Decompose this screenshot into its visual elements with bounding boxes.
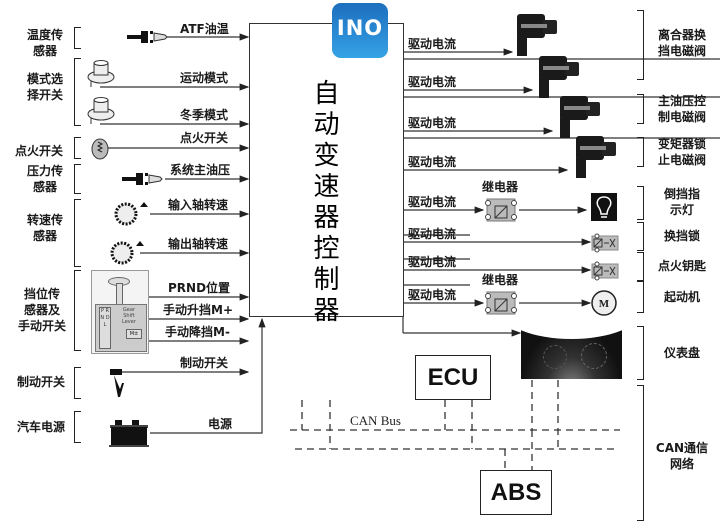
- transmission-controller: 自 动 变 速 器 控 制 器: [249, 23, 404, 326]
- relay-icon: [485, 291, 517, 315]
- temperature-sensor-icon: [127, 31, 168, 43]
- relay-label: 继电器: [482, 180, 519, 194]
- reverse-light-bulb-icon: [591, 193, 617, 221]
- signal-winter-mode: 冬季模式: [180, 108, 229, 122]
- signal-brake-switch: 制动开关: [180, 356, 229, 370]
- signal-ignition: 点火开关: [180, 131, 229, 145]
- instrument-cluster-icon: [521, 325, 622, 379]
- bracket: [637, 222, 644, 251]
- bracket: [74, 411, 81, 443]
- abs-box: ABS: [480, 470, 552, 515]
- input-group-pressure-sensor: 压力传 感器: [26, 164, 63, 194]
- bracket: [637, 385, 644, 521]
- can-bus-label: CAN Bus: [350, 413, 401, 428]
- drive-current-label: 驱动电流: [408, 255, 457, 269]
- bracket: [74, 199, 81, 267]
- bracket: [637, 281, 644, 313]
- input-group-brake-switch: 制动开关: [16, 375, 65, 389]
- solenoid-valve-icon: [539, 56, 579, 98]
- input-group-gear-sensor: 挡位传 感器及 手动开关: [17, 287, 66, 333]
- output-group-shift-lock: 换挡锁: [663, 229, 700, 243]
- drive-current-label: 驱动电流: [408, 155, 457, 169]
- svg-text:M: M: [599, 298, 610, 310]
- ignition-switch-icon: [91, 138, 109, 160]
- input-group-power: 汽车电源: [16, 420, 65, 434]
- signal-sport-mode: 运动模式: [180, 71, 229, 85]
- relay-icon: [485, 198, 517, 222]
- input-line-power: [150, 317, 266, 434]
- bracket: [637, 326, 644, 380]
- drive-current-label: 驱动电流: [408, 227, 457, 241]
- ignition-key-lock-icon: [591, 261, 619, 281]
- ino-logo: INO: [332, 3, 388, 58]
- output-group-starter: 起动机: [663, 290, 700, 304]
- signal-manual-downshift: 手动降挡M-: [165, 325, 230, 339]
- ecu-box: ECU: [415, 355, 491, 400]
- bracket: [74, 58, 81, 126]
- speed-sensor-icon: [110, 241, 144, 265]
- input-group-mode-switch: 模式选 择开关: [26, 72, 63, 102]
- signal-output-shaft-speed: 输出轴转速: [168, 237, 229, 251]
- signal-manual-upshift: 手动升挡M+: [163, 303, 233, 317]
- drive-current-label: 驱动电流: [408, 195, 457, 209]
- mode-switch-icon: [87, 60, 115, 87]
- signal-main-oil-pressure: 系统主油压: [170, 163, 231, 177]
- bracket: [74, 270, 81, 351]
- output-group-reverse-light: 倒挡指 示灯: [663, 187, 700, 217]
- relay-label: 继电器: [482, 273, 519, 287]
- solenoid-valve-icon: [560, 96, 600, 138]
- bracket: [637, 186, 644, 220]
- signal-prnd-position: PRND位置: [168, 281, 231, 295]
- bracket: [74, 137, 81, 159]
- mode-switch-icon: [87, 97, 115, 124]
- drive-current-label: 驱动电流: [408, 288, 457, 302]
- bracket: [74, 367, 81, 399]
- drive-current-label: 驱动电流: [408, 116, 457, 130]
- bracket: [74, 164, 81, 194]
- drive-current-label: 驱动电流: [408, 37, 457, 51]
- speed-sensor-icon: [114, 202, 148, 226]
- signal-atf-temp: ATF油温: [180, 22, 229, 36]
- signal-input-shaft-speed: 输入轴转速: [168, 198, 229, 212]
- solenoid-valve-icon: [576, 136, 616, 178]
- input-group-temperature-sensor: 温度传 感器: [26, 28, 63, 58]
- signal-power: 电源: [208, 417, 233, 431]
- brake-pedal-icon: [110, 369, 124, 397]
- output-group-can-network: CAN通信 网络: [655, 441, 709, 471]
- gear-shift-lever-icon: P R N D L Gear Shift Lever M±: [91, 270, 149, 354]
- bracket: [637, 137, 644, 167]
- input-group-ignition-switch: 点火开关: [14, 144, 63, 158]
- output-group-dashboard: 仪表盘: [663, 346, 700, 360]
- pressure-sensor-icon: [122, 173, 163, 185]
- drive-current-label: 驱动电流: [408, 75, 457, 89]
- starter-motor-icon: M: [591, 290, 617, 316]
- output-group-converter-lockup-solenoid: 变矩器锁 止电磁阀: [657, 137, 706, 167]
- controller-title: 自 动 变 速 器 控 制 器: [313, 79, 340, 326]
- bracket: [637, 10, 644, 80]
- input-group-speed-sensor: 转速传 感器: [26, 213, 63, 243]
- bracket: [637, 94, 644, 124]
- solenoid-valve-icon: [517, 14, 557, 56]
- bracket: [637, 252, 644, 281]
- output-group-main-pressure-solenoid: 主油压控 制电磁阀: [657, 94, 706, 124]
- output-group-ignition-key: 点火钥匙: [657, 259, 706, 273]
- bracket: [74, 27, 81, 49]
- shift-lock-icon: [591, 233, 619, 253]
- output-group-clutch-solenoid: 离合器换 挡电磁阀: [657, 28, 706, 58]
- battery-icon: [109, 420, 149, 447]
